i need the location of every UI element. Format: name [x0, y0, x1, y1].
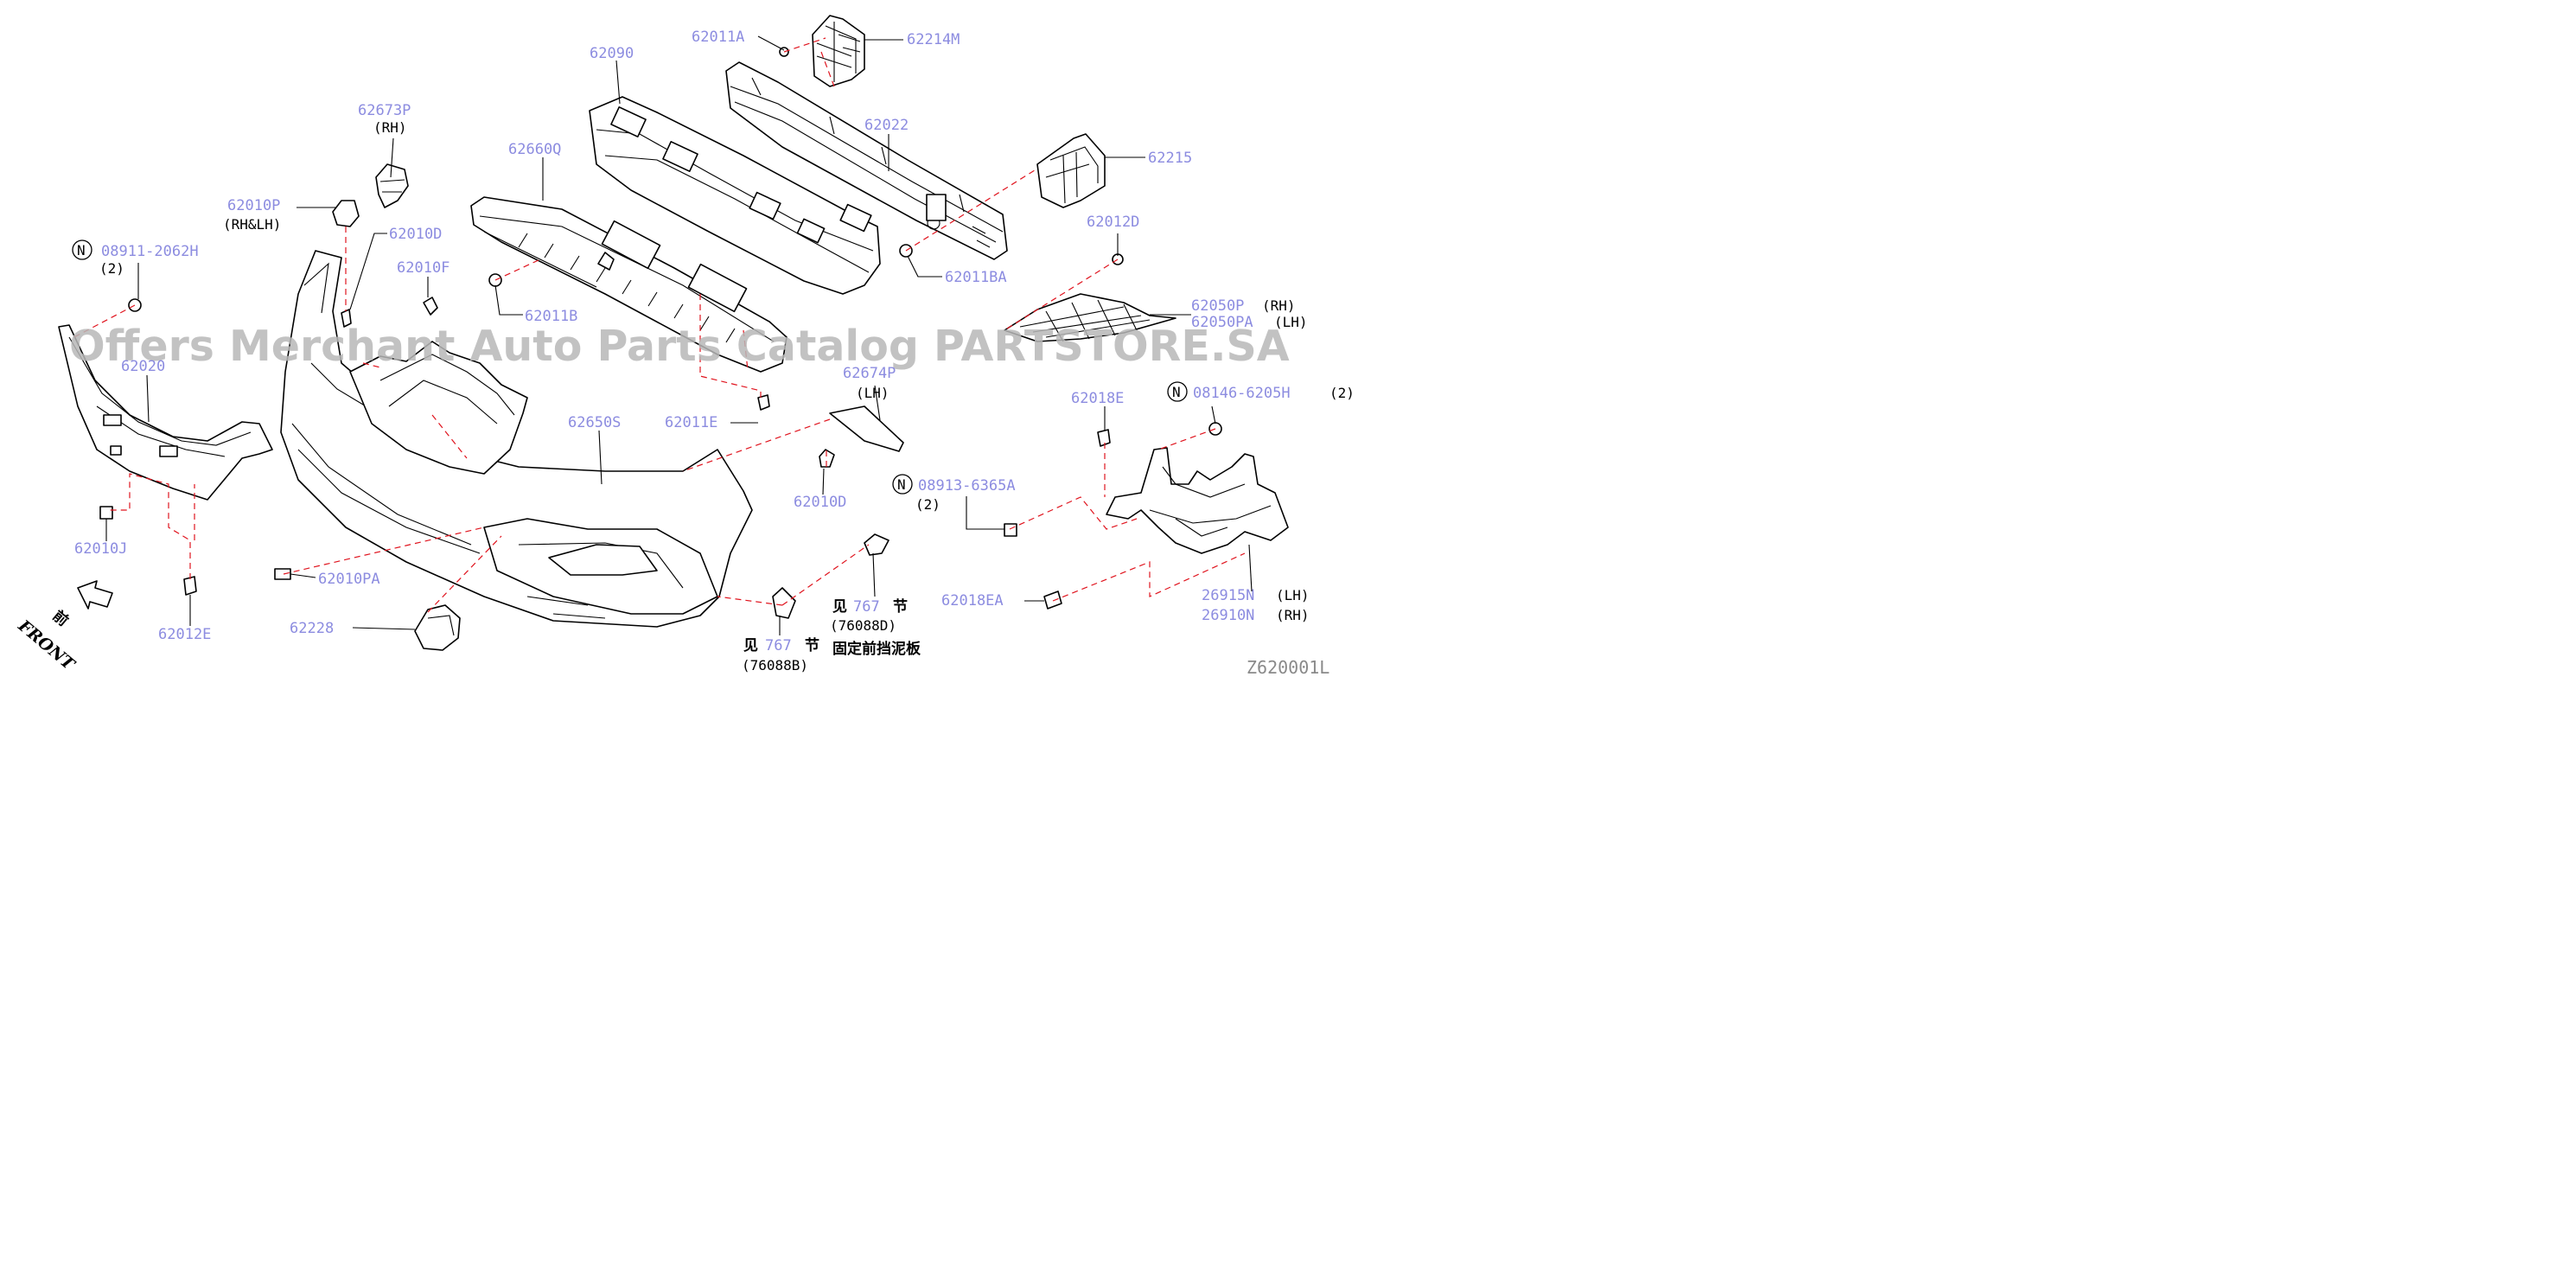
ref2-prefix: 见: [743, 637, 758, 654]
label-62660q[interactable]: 62660Q: [508, 141, 561, 158]
label-62011b[interactable]: 62011B: [525, 308, 577, 325]
label-62010d-bottom[interactable]: 62010D: [794, 494, 846, 511]
qualifier-62050p: (RH): [1262, 297, 1296, 314]
qualifier-62673p: (RH): [373, 119, 407, 136]
front-label-en: FRONT: [14, 616, 80, 674]
label-62012d[interactable]: 62012D: [1087, 214, 1139, 231]
qualifier-62010p: (RH&LH): [223, 216, 281, 233]
ref1-code: (76088D): [830, 617, 896, 634]
qualifier-08913: (2): [915, 496, 940, 513]
fastener-clips: [99, 47, 1222, 619]
n-mark-08146: N: [1172, 384, 1181, 400]
label-08146-6205h[interactable]: 08146-6205H: [1193, 385, 1291, 402]
label-26915n[interactable]: 26915N: [1202, 587, 1254, 604]
label-62011ba[interactable]: 62011BA: [945, 269, 1007, 286]
label-62050pa[interactable]: 62050PA: [1191, 314, 1253, 331]
reinforcement-beam-62022: [725, 61, 1008, 260]
qualifier-08911: (2): [99, 260, 124, 277]
bracket-62673p: [375, 163, 409, 208]
qualifier-62050pa: (LH): [1274, 314, 1308, 330]
tow-hook-cover-62228: [414, 604, 461, 651]
label-62090[interactable]: 62090: [590, 45, 634, 62]
ref1-suffix: 节: [893, 597, 908, 616]
assembly-lines: [70, 37, 1246, 613]
qualifier-62674p: (LH): [856, 385, 889, 401]
front-label-cn: 前: [49, 607, 73, 630]
label-62018e[interactable]: 62018E: [1071, 390, 1124, 407]
front-bumper-exploded-view: Offers Merchant Auto Parts Catalog PARTS…: [14, 15, 1355, 678]
label-62012e[interactable]: 62012E: [158, 626, 211, 643]
label-62214m[interactable]: 62214M: [907, 31, 960, 48]
part-labels: 62011A 62214M 62090 62022 62215 62673P (…: [72, 29, 1355, 643]
label-62673p[interactable]: 62673P: [358, 102, 411, 119]
ref1-prefix: 见: [832, 598, 847, 616]
n-circle-icon: [1167, 381, 1188, 402]
label-62228[interactable]: 62228: [290, 620, 334, 637]
label-62010f[interactable]: 62010F: [397, 259, 450, 277]
label-62020[interactable]: 62020: [121, 358, 165, 375]
label-62011a[interactable]: 62011A: [692, 29, 744, 46]
bracket-62214m: [812, 15, 865, 87]
label-62010pa[interactable]: 62010PA: [318, 571, 380, 588]
label-62674p[interactable]: 62674P: [843, 365, 896, 382]
ref2-suffix: 节: [805, 636, 819, 654]
qualifier-26910n: (RH): [1276, 607, 1310, 623]
label-62215[interactable]: 62215: [1148, 150, 1192, 167]
label-62018ea[interactable]: 62018EA: [941, 592, 1004, 610]
ref2-page-link[interactable]: 767: [765, 637, 792, 654]
label-62050p[interactable]: 62050P: [1191, 297, 1244, 315]
bumper-fascia-62650s: [280, 250, 753, 628]
energy-absorber-62090: [589, 96, 881, 295]
fog-lamp-bracket-26915n: [1106, 447, 1289, 554]
lower-spoiler-62020: [58, 324, 273, 501]
qualifier-08146: (2): [1329, 385, 1355, 401]
reference-notes: 见 767 节 (76088D) 固定前挡泥板 见 767 节 (76088B): [742, 597, 921, 673]
ref1-description: 固定前挡泥板: [832, 640, 921, 658]
bracket-62215: [1036, 133, 1106, 208]
lower-reinforcement-62660q: [470, 196, 787, 373]
label-08913-6365a[interactable]: 08913-6365A: [918, 477, 1016, 495]
front-indicator: 前 FRONT: [14, 607, 80, 675]
label-62010p[interactable]: 62010P: [227, 197, 280, 214]
front-arrow: [77, 580, 113, 610]
label-08911-2062h[interactable]: 08911-2062H: [101, 243, 199, 260]
qualifier-26915n: (LH): [1276, 587, 1310, 603]
label-62010d-top[interactable]: 62010D: [389, 226, 442, 243]
label-62010j[interactable]: 62010J: [74, 540, 127, 558]
bracket-62674p: [829, 405, 904, 452]
ref1-page-link[interactable]: 767: [853, 598, 880, 616]
n-circle-icon: [72, 239, 92, 260]
label-62011e[interactable]: 62011E: [665, 414, 717, 431]
parts-diagram: Offers Merchant Auto Parts Catalog PARTS…: [0, 0, 1355, 678]
grille-insert-62050p: [1004, 293, 1176, 342]
diagram-code: Z620001L: [1247, 657, 1329, 675]
label-62650s[interactable]: 62650S: [568, 414, 621, 431]
clip-62010p: [332, 200, 360, 227]
label-62022[interactable]: 62022: [864, 117, 909, 134]
ref2-code: (76088B): [742, 657, 808, 673]
n-mark-08911: N: [77, 242, 86, 259]
watermark: Offers Merchant Auto Parts Catalog PARTS…: [69, 322, 1290, 371]
n-mark-08913: N: [897, 476, 906, 493]
n-circle-icon: [892, 474, 913, 495]
label-26910n[interactable]: 26910N: [1202, 607, 1254, 624]
leader-lines: [105, 35, 1253, 635]
